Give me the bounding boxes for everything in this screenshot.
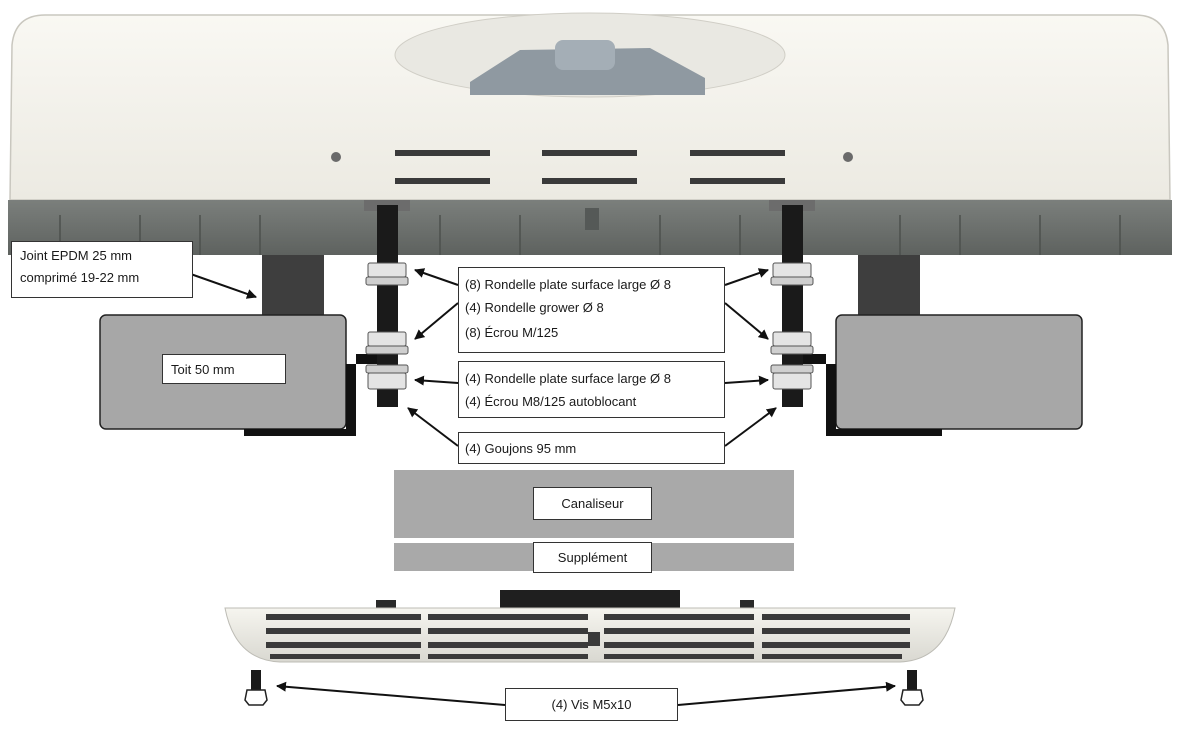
vent-slots [395,150,785,184]
stud-left [377,205,398,407]
nut-right-3 [772,372,812,390]
screw-right-icon [900,670,924,706]
label-supplement: Supplément [533,542,652,573]
nut-right-2 [772,331,812,347]
epdm-joint-right [858,255,920,317]
nut-left-1 [367,262,407,278]
group2-line-1: (4) Rondelle plate surface large Ø 8 [465,371,671,386]
stud-right [782,205,803,407]
washer-left-2 [365,345,409,355]
label-epdm-joint-line1: Joint EPDM 25 mm [20,248,132,263]
label-studs-text: (4) Goujons 95 mm [465,441,577,456]
interior-unit [224,590,956,663]
group1-line-3: (8) Écrou M/125 [465,325,559,340]
washer-right-2 [770,345,814,355]
washer-left-3 [365,364,409,374]
interior-vent-grille [266,614,910,659]
screw-hole-left [331,152,341,162]
screw-left-icon [244,670,268,706]
label-epdm-joint-line2: comprimé 19-22 mm [20,270,140,285]
bracket-left [244,354,390,436]
washer-left-1 [365,276,409,286]
label-canaliseur-text: Canaliseur [561,496,624,511]
label-screws: (4) Vis M5x10 [505,688,678,721]
washer-right-1 [770,276,814,286]
nut-left-3 [367,372,407,390]
label-epdm-joint: Joint EPDM 25 mm comprimé 19-22 mm [11,241,193,298]
group1-line-2: (4) Rondelle grower Ø 8 [465,300,604,315]
label-hardware-group-2: (4) Rondelle plate surface large Ø 8 (4)… [458,361,725,418]
callout-arrows [184,268,896,706]
screw-hole-right [843,152,853,162]
stud-assembly-right [769,200,815,407]
stud-assembly-left [364,200,410,407]
nut-right-1 [772,262,812,278]
washer-right-3 [770,364,814,374]
label-hardware-group-1: (8) Rondelle plate surface large Ø 8 (4)… [458,267,725,353]
label-studs: (4) Goujons 95 mm [458,432,725,464]
rooftop-unit [8,12,1172,255]
fan-motor [470,48,705,95]
roof-right [835,314,1083,430]
epdm-joint-left [262,255,324,317]
label-roof: Toit 50 mm [162,354,286,384]
label-roof-text: Toit 50 mm [171,362,235,377]
group2-line-2: (4) Écrou M8/125 autoblocant [465,394,637,409]
bracket-right [790,354,942,436]
label-supplement-text: Supplément [557,550,628,565]
nut-left-2 [367,331,407,347]
label-screws-text: (4) Vis M5x10 [551,697,632,712]
group1-line-1: (8) Rondelle plate surface large Ø 8 [465,277,671,292]
label-canaliseur: Canaliseur [533,487,652,520]
